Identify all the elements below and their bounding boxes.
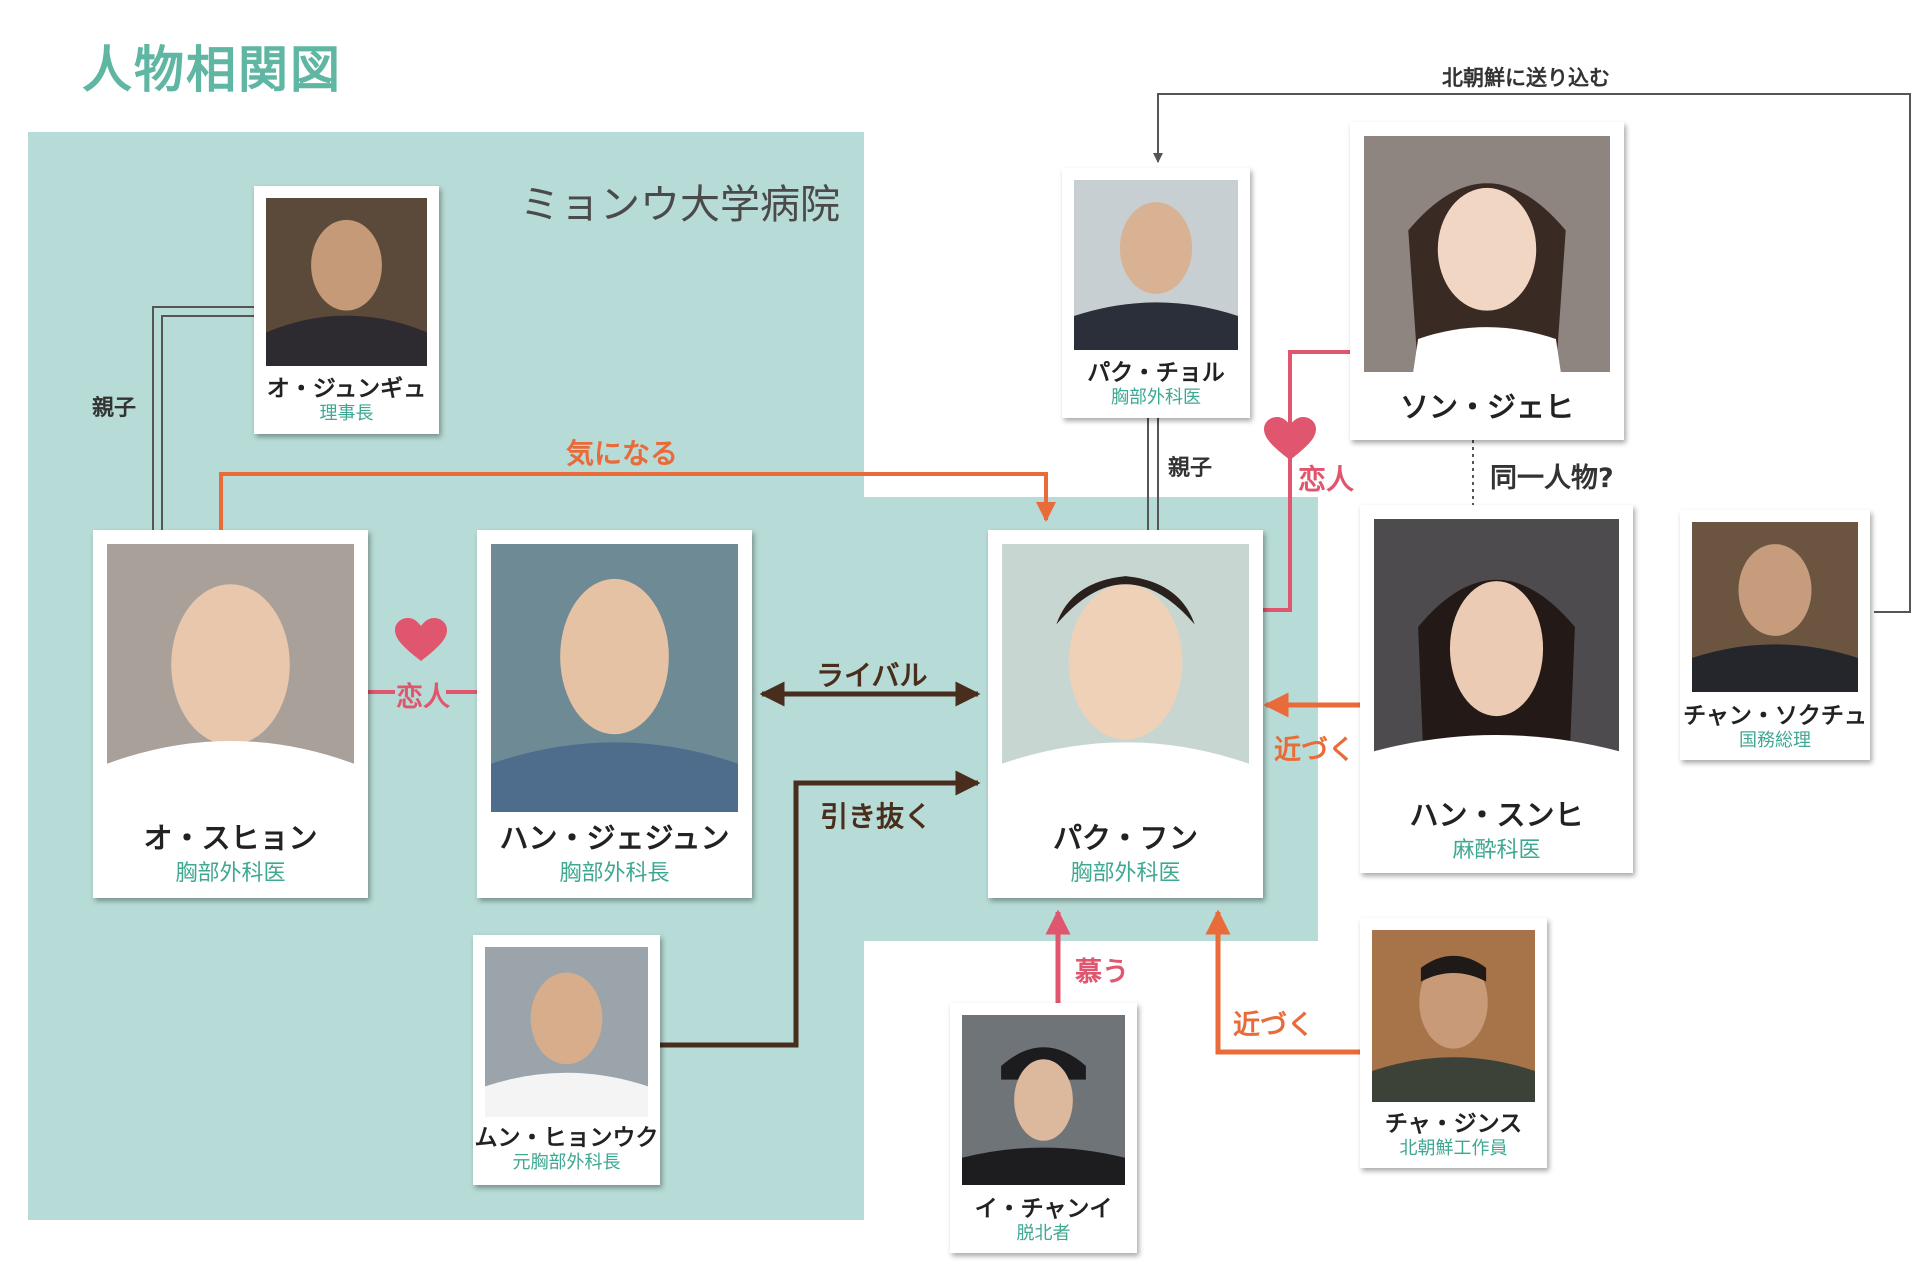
character-name: ハン・ジェジュン bbox=[499, 821, 730, 855]
relation-label-shitau: 慕う bbox=[1075, 957, 1129, 988]
character-card-o-junggyu[interactable]: オ・ジュンギュ 理事長 bbox=[254, 186, 439, 434]
portrait-photo bbox=[1374, 519, 1619, 789]
relation-label-kitachosen: 北朝鮮に送り込む bbox=[1442, 66, 1610, 90]
portrait-photo bbox=[1002, 544, 1249, 812]
character-role: 胸部外科医 bbox=[1070, 861, 1181, 886]
relation-label-oyako-right: 親子 bbox=[1168, 456, 1213, 481]
character-card-chang-sokchu[interactable]: チャン・ソクチュ 国務総理 bbox=[1680, 510, 1870, 760]
character-role: 脱北者 bbox=[1016, 1223, 1071, 1244]
character-name: パク・チョル bbox=[1087, 359, 1225, 386]
relation-label-chikazuku-2: 近づく bbox=[1233, 1010, 1314, 1041]
character-name: ムン・ヒョンウク bbox=[474, 1124, 659, 1151]
portrait-photo bbox=[1372, 930, 1535, 1102]
character-role: 胸部外科医 bbox=[175, 861, 286, 886]
character-card-song-jehi[interactable]: ソン・ジェヒ bbox=[1350, 122, 1624, 440]
relation-label-chikazuku-1: 近づく bbox=[1274, 735, 1355, 766]
relation-label-koibito-left: 恋人 bbox=[396, 682, 450, 713]
character-card-park-hun[interactable]: パク・フン 胸部外科医 bbox=[988, 530, 1263, 898]
page-title: 人物相関図 bbox=[82, 40, 342, 99]
portrait-photo bbox=[962, 1015, 1125, 1185]
character-card-o-suhyon[interactable]: オ・スヒョン 胸部外科医 bbox=[93, 530, 368, 898]
character-name: チャ・ジンス bbox=[1384, 1110, 1523, 1137]
character-role: 元胸部外科長 bbox=[512, 1152, 621, 1173]
character-role: 胸部外科医 bbox=[1111, 387, 1201, 408]
character-card-cha-jinsu[interactable]: チャ・ジンス 北朝鮮工作員 bbox=[1360, 918, 1547, 1168]
relation-label-rival: ライバル bbox=[816, 659, 928, 692]
character-name: ハン・スンヒ bbox=[1409, 798, 1584, 832]
character-role: 胸部外科長 bbox=[559, 861, 670, 886]
character-name: イ・チャンイ bbox=[974, 1195, 1113, 1222]
relation-label-hikinuku: 引き抜く bbox=[820, 800, 933, 833]
character-role: 国務総理 bbox=[1739, 730, 1811, 751]
relation-label-kininaru: 気になる bbox=[566, 437, 679, 470]
heart-icon bbox=[1264, 417, 1316, 460]
portrait-photo bbox=[1692, 522, 1858, 692]
portrait-photo bbox=[107, 544, 354, 812]
portrait-photo bbox=[491, 544, 738, 812]
character-name: パク・フン bbox=[1052, 821, 1198, 855]
portrait-photo bbox=[1364, 136, 1610, 372]
heart-icon bbox=[395, 618, 447, 661]
relation-label-douitsu: 同一人物? bbox=[1490, 463, 1614, 494]
character-name: オ・スヒョン bbox=[143, 821, 318, 855]
character-card-han-jejun[interactable]: ハン・ジェジュン 胸部外科長 bbox=[477, 530, 752, 898]
character-card-mun-hyonuk[interactable]: ムン・ヒョンウク 元胸部外科長 bbox=[473, 935, 660, 1185]
character-card-park-chol[interactable]: パク・チョル 胸部外科医 bbox=[1062, 168, 1250, 418]
character-card-han-sunhi[interactable]: ハン・スンヒ 麻酔科医 bbox=[1360, 505, 1633, 873]
portrait-photo bbox=[266, 198, 427, 366]
portrait-photo bbox=[1074, 180, 1238, 350]
portrait-photo bbox=[485, 947, 648, 1117]
character-card-i-channi[interactable]: イ・チャンイ 脱北者 bbox=[950, 1003, 1137, 1253]
relation-label-oyako-left: 親子 bbox=[92, 396, 137, 421]
character-name: チャン・ソクチュ bbox=[1683, 702, 1867, 729]
relation-label-koibito-right: 恋人 bbox=[1298, 463, 1355, 496]
character-role: 理事長 bbox=[319, 403, 374, 424]
character-role: 北朝鮮工作員 bbox=[1399, 1138, 1508, 1159]
group-label: ミョンウ大学病院 bbox=[520, 182, 840, 228]
character-name: ソン・ジェヒ bbox=[1399, 390, 1574, 424]
character-name: オ・ジュンギュ bbox=[266, 375, 427, 402]
character-role: 麻酔科医 bbox=[1452, 838, 1541, 863]
